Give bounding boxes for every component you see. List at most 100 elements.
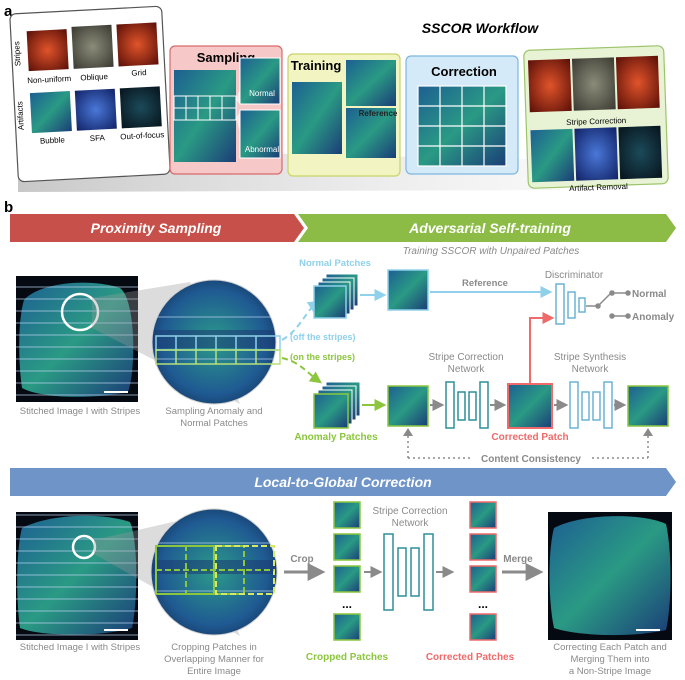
discriminator-switch	[586, 290, 631, 319]
off-stripes-label: (off the stripes)	[290, 332, 356, 342]
cropped-patches-label: Cropped Patches	[306, 652, 389, 663]
sfa-label: SFA	[90, 133, 106, 143]
proximity-sampling-title: Proximity Sampling	[91, 220, 222, 236]
cropping-caption-line1: Cropping Patches in	[171, 642, 257, 653]
corrected-patch-label: Corrected Patch	[491, 432, 568, 443]
stripe-correction-label: Stripe Correction	[566, 116, 626, 127]
consistency-arrow-left	[403, 428, 413, 436]
reference-label: Reference	[359, 109, 398, 118]
merge-label: Merge	[503, 554, 533, 565]
sample-region-circle	[60, 292, 100, 332]
crop-region-circle	[71, 534, 97, 560]
crop-label: Crop	[290, 554, 313, 565]
cropping-caption-line3: Entire Image	[187, 666, 241, 677]
corrected-patches-label: Corrected Patches	[426, 652, 515, 663]
content-consistency-label: Content Consistency	[481, 454, 581, 465]
stitched-caption-2: Stitched Image I with Stripes	[20, 642, 141, 653]
artifact-examples-card: Stripes Artifacts Non-uniform Oblique Gr…	[9, 5, 171, 183]
output-normal: Normal	[632, 289, 667, 300]
corrected-patch	[507, 383, 553, 429]
discriminator-network	[555, 283, 586, 325]
cropping-caption-line2: Overlapping Manner for	[164, 654, 264, 665]
reference-text: Reference	[462, 278, 508, 289]
out-of-focus-label: Out-of-focus	[120, 130, 164, 141]
training-title: Training	[291, 58, 342, 73]
normal-patches-stack	[313, 273, 359, 319]
normal-sample-patch	[387, 269, 429, 311]
synthesized-patch	[627, 385, 669, 427]
adversarial-title: Adversarial Self-training	[408, 220, 571, 236]
adversarial-banner	[298, 214, 676, 242]
sampling-card: Sampling Normal Abnormal	[169, 45, 283, 175]
sampling-grid	[173, 95, 237, 121]
correction-card: Correction	[405, 55, 519, 175]
local-global-banner	[10, 468, 676, 496]
bubble-label: Bubble	[40, 135, 66, 145]
bubble-thumb	[29, 91, 72, 134]
sampling-grid-circle	[155, 335, 281, 365]
final-image	[548, 512, 672, 640]
sampling-caption-line2: Normal Patches	[180, 418, 248, 429]
stitched-image-1	[16, 276, 138, 402]
consistency-arrow-right	[643, 428, 653, 436]
results-card: Stripe Correction Artifact Removal	[523, 45, 669, 193]
ssn-label-line2: Network	[572, 364, 610, 375]
training-card: Training Reference	[287, 53, 401, 177]
corrected-to-discriminator-arrow	[529, 312, 555, 384]
non-uniform-thumb	[26, 29, 69, 72]
normal-label: Normal	[249, 89, 275, 98]
scn2-label-line2: Network	[392, 518, 430, 529]
panel-b-letter: b	[4, 199, 13, 216]
content-consistency-lines	[407, 432, 649, 459]
sfa-thumb	[74, 88, 117, 131]
cropped-ellipsis: ...	[342, 597, 352, 611]
grid-label: Grid	[131, 68, 147, 78]
stripes-group-label: Stripes	[12, 41, 22, 66]
anomaly-patches-label: Anomaly Patches	[294, 432, 378, 443]
corrected-ellipsis: ...	[478, 597, 488, 611]
oblique-thumb	[71, 24, 114, 69]
proximity-sampling-banner	[10, 214, 304, 242]
artifact-removal-label: Artifact Removal	[569, 182, 628, 193]
scn-network-2	[383, 533, 434, 611]
ssn-network	[569, 381, 613, 429]
discriminator-label: Discriminator	[545, 270, 604, 281]
output-anomaly: Anomaly	[632, 312, 675, 323]
local-global-title: Local-to-Global Correction	[254, 474, 431, 490]
final-caption-line3: a Non-Stripe Image	[569, 666, 651, 677]
zoom-circle-1	[151, 279, 281, 405]
artifacts-group-label: Artifacts	[15, 101, 26, 130]
zoom-circle-2	[150, 508, 278, 636]
off-stripes-arrow	[281, 300, 320, 341]
panel-a-letter: a	[4, 3, 13, 20]
out-of-focus-thumb	[119, 86, 162, 129]
training-subtitle: Training SSCOR with Unpaired Patches	[403, 246, 580, 257]
stitched-image-2	[16, 512, 138, 640]
correction-title: Correction	[431, 64, 497, 79]
abnormal-label: Abnormal	[245, 145, 279, 154]
scn-label-line2: Network	[448, 364, 486, 375]
grid-thumb	[116, 22, 159, 67]
scn-network-1	[445, 381, 489, 429]
scn-label-line1: Stripe Correction	[428, 352, 503, 363]
corrected-patches-column	[469, 501, 497, 641]
anomaly-patches-stack	[313, 381, 361, 429]
non-uniform-label: Non-uniform	[27, 74, 72, 85]
final-caption-line2: Merging Them into	[570, 654, 649, 665]
normal-patches-label: Normal Patches	[299, 258, 371, 269]
ssn-label-line1: Stripe Synthesis	[554, 352, 626, 363]
cropped-patches-column	[333, 501, 361, 641]
stitched-caption-1: Stitched Image I with Stripes	[20, 406, 141, 417]
correction-grid	[417, 85, 507, 167]
overlap-crop-grid	[155, 545, 275, 595]
sampling-caption-line1: Sampling Anomaly and	[165, 406, 262, 417]
scn2-label-line1: Stripe Correction	[372, 506, 447, 517]
on-stripes-label: (on the stripes)	[290, 352, 355, 362]
final-caption-line1: Correcting Each Patch and	[553, 642, 667, 653]
workflow-title: SSCOR Workflow	[422, 20, 540, 36]
anomaly-sample-patch	[387, 385, 429, 427]
oblique-label: Oblique	[80, 72, 109, 82]
on-stripes-arrow	[281, 357, 322, 384]
